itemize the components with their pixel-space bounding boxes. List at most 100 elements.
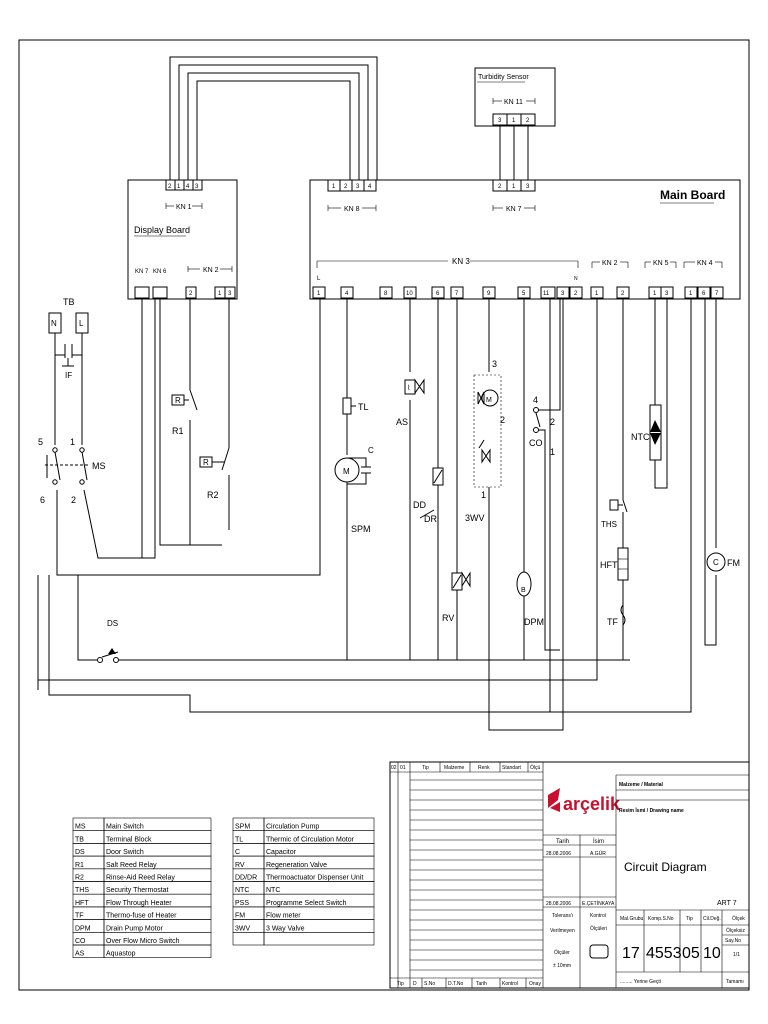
ms-pin-6: 6 (40, 495, 45, 505)
tarih-label: Tarih (556, 839, 569, 845)
yerine-gecti: ......... Yerine Geçti (620, 979, 661, 985)
hdr-mal-grubu: Mal.Grubu (620, 916, 644, 922)
legend-description: Door Switch (106, 849, 144, 856)
capacitor-label: C (368, 446, 374, 455)
kn5-pin-3: 3 (665, 291, 669, 297)
type-number: 05 (682, 945, 700, 962)
as-label: AS (396, 417, 408, 427)
main-board-label: Main Board (660, 188, 725, 202)
legend-description: Rinse-Aid Reed Relay (106, 875, 175, 882)
aquastop-valve: ⌇ AS (396, 378, 425, 427)
kn11-pin-1: 3 (498, 118, 502, 124)
legend-code: RV (235, 862, 245, 869)
sayfa-no-value: 1/1 (733, 952, 740, 958)
component-code: 4553 (646, 945, 682, 962)
3wv-pin-1: 1 (481, 490, 486, 500)
ths-label: THS (601, 520, 617, 529)
main-board: Main Board 1 2 3 4 KN 8 2 1 3 KN 7 KN 3 … (309, 179, 741, 300)
kn3-pin: 9 (487, 291, 491, 297)
display-kn7-label: KN 7 (135, 269, 149, 275)
co-label: CO (529, 438, 543, 448)
if-label: IF (65, 371, 72, 380)
legend-description: Thermoactuator Dispenser Unit (266, 875, 363, 882)
tb-l-label: L (79, 319, 84, 328)
ntc-sensor: NTC (631, 404, 662, 461)
isim-label: İsim (593, 838, 604, 845)
legend-code: CO (75, 938, 86, 945)
dd-label: DD (413, 500, 426, 510)
kn2-pin-1: 1 (595, 291, 599, 297)
kn3-pin: 8 (384, 291, 388, 297)
legend-code: R2 (75, 875, 84, 882)
door-switch: DS (97, 619, 119, 663)
ms-pin-1: 1 (70, 437, 75, 447)
display-kn2-label: KN 2 (203, 267, 219, 274)
dpm-label: DPM (524, 617, 544, 627)
kn11-label: KN 11 (504, 99, 523, 106)
bottom-col-onay: Onay (529, 981, 541, 987)
kn3-pin: 5 (522, 291, 526, 297)
kn4-pin-6: 6 (702, 291, 706, 297)
kn2-pin-2: 2 (621, 291, 625, 297)
spm-m-label: M (343, 467, 350, 476)
legend-code: FM (235, 913, 245, 920)
olceksiz-label: Ölçeksiz (726, 927, 745, 934)
rv-label: RV (442, 613, 454, 623)
bottom-col-tip: Tip (397, 981, 404, 987)
rev-col-01: 01 (400, 765, 406, 771)
turbidity-sensor-label: Turbidity Sensor (478, 74, 529, 81)
r1-reed-relay: R R1 (171, 389, 198, 436)
rev-col-tip: Tip (422, 765, 429, 771)
drawn-date: 28.08.2006 (546, 851, 571, 857)
legend-code: SPM (235, 824, 250, 831)
hdr-komp-sno: Komp.S.No (648, 916, 674, 922)
legend-code: R1 (75, 862, 84, 869)
display-kn6-label: KN 6 (153, 269, 167, 275)
ms-pin-2: 2 (71, 495, 76, 505)
hft-label: HFT (600, 560, 618, 570)
legend-code: TL (235, 836, 243, 843)
3wv-pin-3: 3 (492, 359, 497, 369)
title-block: 02 01 Tip Malzeme Renk Standart Ölçü Tip… (389, 761, 750, 989)
tolerance-value: ± 10mm (553, 963, 571, 969)
legend-description: Main Switch (106, 824, 144, 831)
as-glyph: ⌇ (407, 384, 410, 392)
kn7-pin-3: 3 (526, 184, 530, 190)
kn3-pin: 11 (543, 291, 550, 297)
legend-code: PSS (235, 900, 249, 907)
fm-label: FM (727, 558, 740, 568)
display-kn2-pin-1: 1 (218, 291, 222, 297)
ms-label: MS (92, 461, 106, 471)
checked-date: 28.08.2006 (546, 901, 571, 907)
hdr-cil-deg: Cil.Değ. (703, 916, 721, 922)
kn8-pin-4: 4 (368, 184, 372, 190)
tl-label: TL (358, 402, 369, 412)
drain-pump-motor: B DPM (516, 571, 544, 627)
display-kn2-pin-2: 2 (189, 291, 193, 297)
rev-col-olcu: Ölçü (530, 764, 541, 771)
checked-name: E.ÇETİNKAYA (582, 900, 615, 907)
legend-description: Drain Pump Motor (106, 925, 163, 932)
co-pin-1: 1 (550, 447, 555, 457)
bottom-col-tarih: Tarih (476, 981, 487, 987)
flow-through-heater: HFT (600, 512, 629, 581)
legend-code: MS (75, 824, 86, 831)
co-pin-2: 2 (550, 417, 555, 427)
material-label: Malzeme / Material (619, 782, 664, 788)
dpm-b-label: B (521, 587, 526, 594)
kn1-pin-1: 2 (168, 184, 172, 190)
bottom-col-sno: S.No (424, 981, 435, 987)
tolerance-line2: Verilmeyen (550, 928, 575, 934)
kn3-pin: 1 (317, 291, 321, 297)
dr-label: DR (424, 514, 437, 524)
legend-description: Terminal Block (106, 836, 152, 843)
